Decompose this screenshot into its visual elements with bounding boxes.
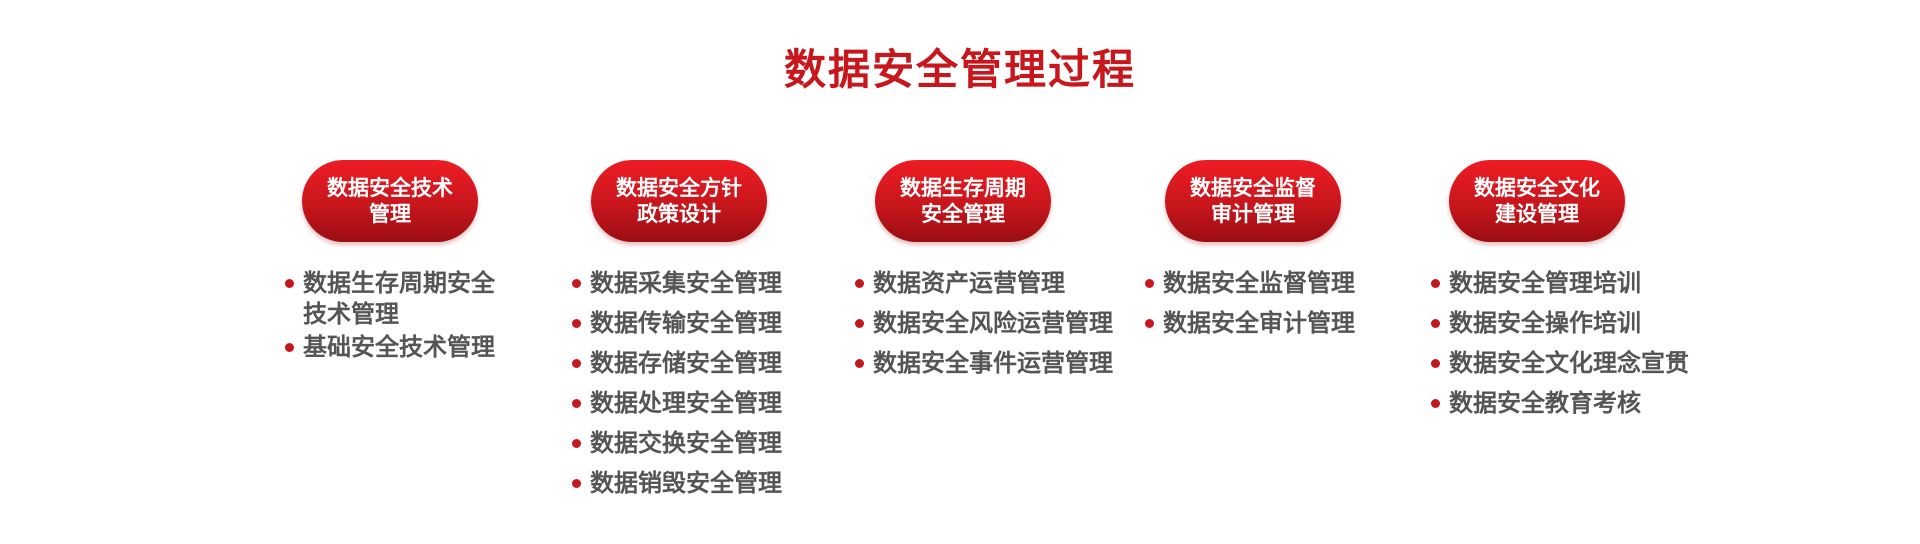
item-text: 数据资产运营管理 bbox=[873, 269, 1065, 297]
category-pill: 数据安全方针 政策设计 bbox=[591, 160, 767, 242]
pill-text-line: 数据安全方针 bbox=[616, 176, 742, 200]
bullet-icon bbox=[1431, 399, 1440, 408]
bullet-icon bbox=[285, 279, 294, 288]
list-item: 数据销毁安全管理 bbox=[572, 468, 782, 499]
bullet-icon bbox=[572, 279, 581, 288]
list-item: 数据生存周期安全 技术管理 bbox=[285, 268, 495, 330]
bullet-icon bbox=[1145, 279, 1154, 288]
list-item: 数据安全事件运营管理 bbox=[855, 348, 1113, 379]
list-item: 数据安全风险运营管理 bbox=[855, 308, 1113, 339]
bullet-icon bbox=[572, 319, 581, 328]
list-item: 数据安全教育考核 bbox=[1431, 388, 1689, 419]
pill-text-line: 数据生存周期 bbox=[900, 176, 1026, 200]
item-text: 技术管理 bbox=[303, 300, 399, 328]
item-text: 数据安全审计管理 bbox=[1163, 309, 1355, 337]
list-item: 数据安全监督管理 bbox=[1145, 268, 1355, 299]
category-pill: 数据安全监督 审计管理 bbox=[1165, 160, 1341, 242]
item-list: 数据安全监督管理 数据安全审计管理 bbox=[1145, 268, 1355, 348]
list-item: 数据存储安全管理 bbox=[572, 348, 782, 379]
bullet-icon bbox=[572, 399, 581, 408]
bullet-icon bbox=[572, 479, 581, 488]
item-text: 数据安全事件运营管理 bbox=[873, 349, 1113, 377]
list-item: 数据安全审计管理 bbox=[1145, 308, 1355, 339]
item-list: 数据生存周期安全 技术管理 基础安全技术管理 bbox=[285, 268, 495, 365]
pill-text-line: 政策设计 bbox=[637, 202, 721, 226]
pill-text-line: 数据安全监督 bbox=[1190, 176, 1316, 200]
category-pill: 数据安全技术 管理 bbox=[302, 160, 478, 242]
pill-text-line: 数据安全技术 bbox=[327, 176, 453, 200]
item-text: 数据存储安全管理 bbox=[590, 349, 782, 377]
item-text: 数据安全管理培训 bbox=[1449, 269, 1641, 297]
pill-text-line: 安全管理 bbox=[921, 202, 1005, 226]
bullet-icon bbox=[855, 359, 864, 368]
bullet-icon bbox=[1431, 319, 1440, 328]
item-text: 数据安全风险运营管理 bbox=[873, 309, 1113, 337]
item-text: 数据安全监督管理 bbox=[1163, 269, 1355, 297]
item-text: 数据生存周期安全 bbox=[303, 269, 495, 297]
list-item: 数据安全文化理念宣贯 bbox=[1431, 348, 1689, 379]
list-item: 数据安全管理培训 bbox=[1431, 268, 1689, 299]
list-item: 数据资产运营管理 bbox=[855, 268, 1113, 299]
item-text: 数据交换安全管理 bbox=[590, 429, 782, 457]
item-text: 数据安全操作培训 bbox=[1449, 309, 1641, 337]
pill-text-line: 建设管理 bbox=[1495, 202, 1579, 226]
item-list: 数据采集安全管理 数据传输安全管理 数据存储安全管理 数据处理安全管理 数据交换… bbox=[572, 268, 782, 508]
pill-text-line: 审计管理 bbox=[1211, 202, 1295, 226]
bullet-icon bbox=[285, 343, 294, 352]
list-item: 基础安全技术管理 bbox=[285, 332, 495, 363]
bullet-icon bbox=[572, 439, 581, 448]
bullet-icon bbox=[1431, 279, 1440, 288]
category-pill: 数据安全文化 建设管理 bbox=[1449, 160, 1625, 242]
bullet-icon bbox=[1145, 319, 1154, 328]
page-title: 数据安全管理过程 bbox=[783, 45, 1136, 94]
list-item: 数据传输安全管理 bbox=[572, 308, 782, 339]
item-text: 数据处理安全管理 bbox=[590, 389, 782, 417]
bullet-icon bbox=[1431, 359, 1440, 368]
item-text: 数据安全教育考核 bbox=[1449, 389, 1641, 417]
list-item: 数据交换安全管理 bbox=[572, 428, 782, 459]
item-text: 基础安全技术管理 bbox=[303, 333, 495, 361]
item-text: 数据安全文化理念宣贯 bbox=[1449, 349, 1689, 377]
category-pill: 数据生存周期 安全管理 bbox=[875, 160, 1051, 242]
item-list: 数据安全管理培训 数据安全操作培训 数据安全文化理念宣贯 数据安全教育考核 bbox=[1431, 268, 1689, 428]
item-text: 数据销毁安全管理 bbox=[590, 469, 782, 497]
bullet-icon bbox=[855, 319, 864, 328]
list-item: 数据安全操作培训 bbox=[1431, 308, 1689, 339]
item-list: 数据资产运营管理 数据安全风险运营管理 数据安全事件运营管理 bbox=[855, 268, 1113, 388]
pill-text-line: 数据安全文化 bbox=[1474, 176, 1600, 200]
list-item: 数据处理安全管理 bbox=[572, 388, 782, 419]
item-text: 数据采集安全管理 bbox=[590, 269, 782, 297]
item-text: 数据传输安全管理 bbox=[590, 309, 782, 337]
bullet-icon bbox=[855, 279, 864, 288]
pill-text-line: 管理 bbox=[369, 202, 411, 226]
bullet-icon bbox=[572, 359, 581, 368]
list-item: 数据采集安全管理 bbox=[572, 268, 782, 299]
